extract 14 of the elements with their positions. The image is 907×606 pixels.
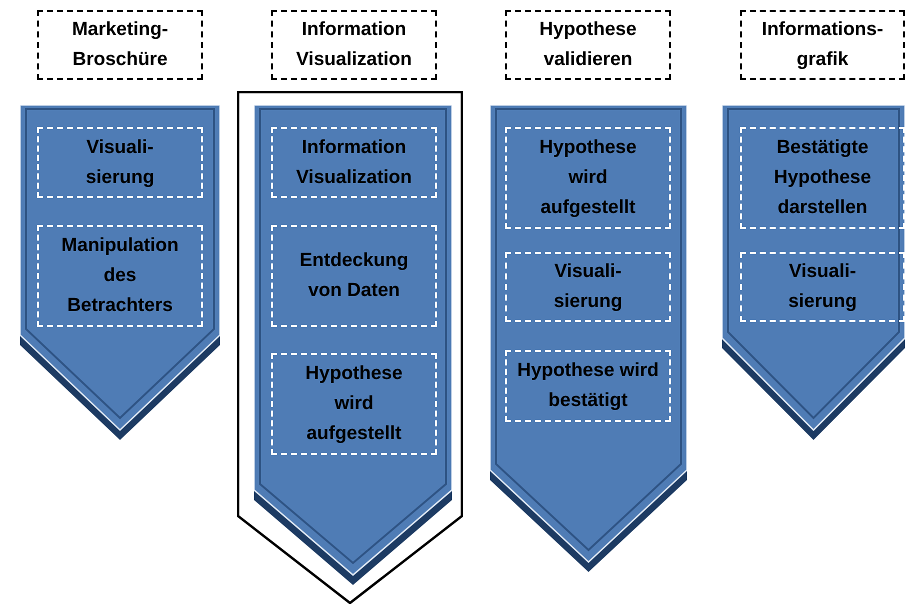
dashed-heading-box: Informations- grafik: [740, 10, 905, 80]
dashed-text-box: Visuali- sierung: [37, 127, 203, 198]
dashed-text-box: Hypothese wird aufgestellt: [505, 127, 671, 229]
dashed-heading-box: Information Visualization: [271, 10, 437, 80]
dashed-text-box: Manipulation des Betrachters: [37, 225, 203, 327]
dashed-heading-box: Hypothese validieren: [505, 10, 671, 80]
dashed-text-box: Visuali- sierung: [505, 252, 671, 322]
dashed-text-box: Visuali- sierung: [740, 252, 905, 322]
dashed-text-box: Entdeckung von Daten: [271, 225, 437, 327]
dashed-text-box: Bestätigte Hypothese darstellen: [740, 127, 905, 229]
dashed-text-box: Information Visualization: [271, 127, 437, 198]
dashed-heading-box: Marketing- Broschüre: [37, 10, 203, 80]
dashed-text-box: Hypothese wird aufgestellt: [271, 353, 437, 455]
dashed-text-box: Hypothese wird bestätigt: [505, 350, 671, 422]
